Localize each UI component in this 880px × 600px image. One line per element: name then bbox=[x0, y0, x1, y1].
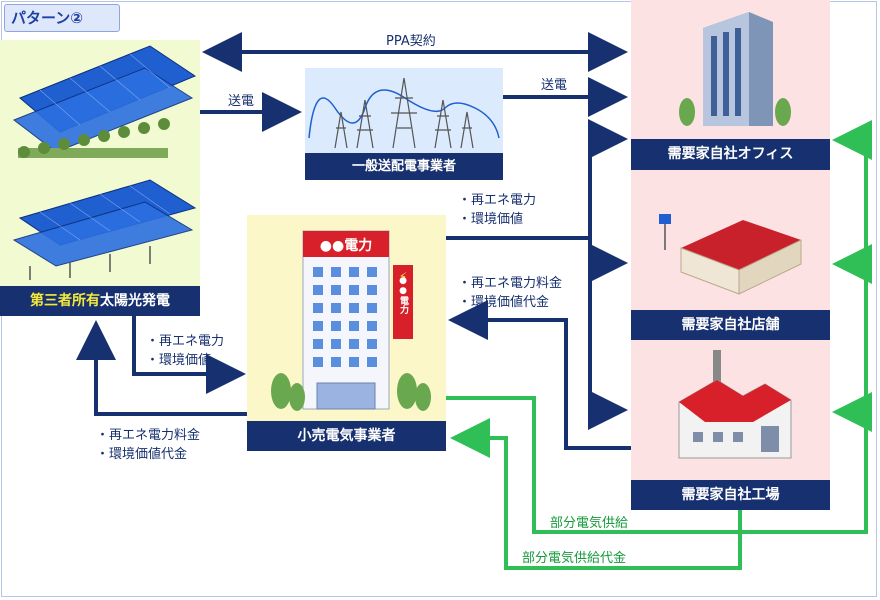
retail-to-gen-arrow bbox=[76, 320, 247, 416]
grid-operator-label: 一般送配電事業者 bbox=[305, 153, 503, 180]
solar-array-top bbox=[12, 45, 197, 158]
retail-to-shop-arrow bbox=[588, 238, 628, 283]
partial-supply-text: 部分電気供給 bbox=[550, 516, 629, 531]
flow-line-gen-environmental-fee: ・環境価値代金 bbox=[96, 447, 188, 462]
flow-line-renewable-power: ・再エネ電力 bbox=[458, 193, 537, 208]
retailer-sign-text: ●●電力 bbox=[320, 237, 372, 254]
solar-farm-panel bbox=[0, 40, 200, 316]
shop-panel bbox=[631, 170, 830, 310]
solar-array-illustration bbox=[12, 45, 197, 280]
gen-to-retail-text: ・再エネ電力 ・環境価値 bbox=[146, 332, 224, 370]
transmission-towers-illustration bbox=[308, 77, 500, 149]
flow-line-gen-environmental-value: ・環境価値 bbox=[146, 353, 212, 368]
factory-label: 需要家自社工場 bbox=[631, 480, 830, 510]
retail-to-gen-text: ・再エネ電力料金 ・環境価値代金 bbox=[96, 426, 200, 464]
flow-line-gen-renewable-power: ・再エネ電力 bbox=[146, 334, 225, 349]
third-party-highlight: 第三者所有 bbox=[30, 293, 100, 309]
partial-supply-fee-text: 部分電気供給代金 bbox=[522, 551, 627, 566]
third-party-solar-label: 第三者所有太陽光発電 bbox=[0, 286, 200, 316]
office-panel bbox=[631, 0, 830, 139]
partial-supply-fee-line bbox=[450, 418, 742, 570]
flow-line-renewable-fee: ・再エネ電力料金 bbox=[458, 276, 563, 291]
shop-building-illustration bbox=[659, 214, 802, 295]
solar-generation-text: 太陽光発電 bbox=[100, 293, 170, 309]
svg-text:⚡: ⚡ bbox=[399, 270, 407, 284]
transmit-text-1: 送電 bbox=[228, 94, 255, 109]
flow-line-environmental-value: ・環境価値 bbox=[458, 212, 524, 227]
retailer-label: 小売電気事業者 bbox=[247, 421, 446, 451]
flow-line-gen-renewable-fee: ・再エネ電力料金 bbox=[96, 428, 201, 443]
office-label: 需要家自社オフィス bbox=[631, 139, 830, 170]
ppa-contract-text: PPA契約 bbox=[386, 34, 436, 49]
retailer-panel: ●●電力 ⚡ ●●電力 bbox=[247, 215, 446, 421]
power-grid-panel bbox=[305, 68, 503, 153]
customers-to-retail-arrow bbox=[448, 300, 631, 450]
factory-panel bbox=[631, 340, 830, 480]
retailer-building-illustration: ●●電力 ⚡ ●●電力 bbox=[271, 230, 431, 411]
retail-to-office-arrow bbox=[588, 119, 628, 238]
factory-building-illustration bbox=[678, 350, 792, 459]
retail-to-customers-text: ・再エネ電力 ・環境価値 bbox=[458, 191, 536, 229]
gen-to-retail-arrow bbox=[132, 316, 246, 394]
customers-to-retail-text: ・再エネ電力料金 ・環境価値代金 bbox=[458, 274, 562, 312]
shop-label: 需要家自社店舗 bbox=[631, 310, 830, 340]
retail-to-factory-arrow bbox=[588, 263, 628, 430]
office-building-illustration bbox=[679, 12, 791, 126]
retailer-vertical-sign: ●●電力 bbox=[398, 276, 409, 315]
transmit-text-2: 送電 bbox=[541, 78, 568, 93]
flow-line-environmental-fee: ・環境価値代金 bbox=[458, 295, 550, 310]
pattern-tag: パターン② bbox=[4, 4, 120, 32]
solar-array-bottom bbox=[12, 179, 197, 280]
